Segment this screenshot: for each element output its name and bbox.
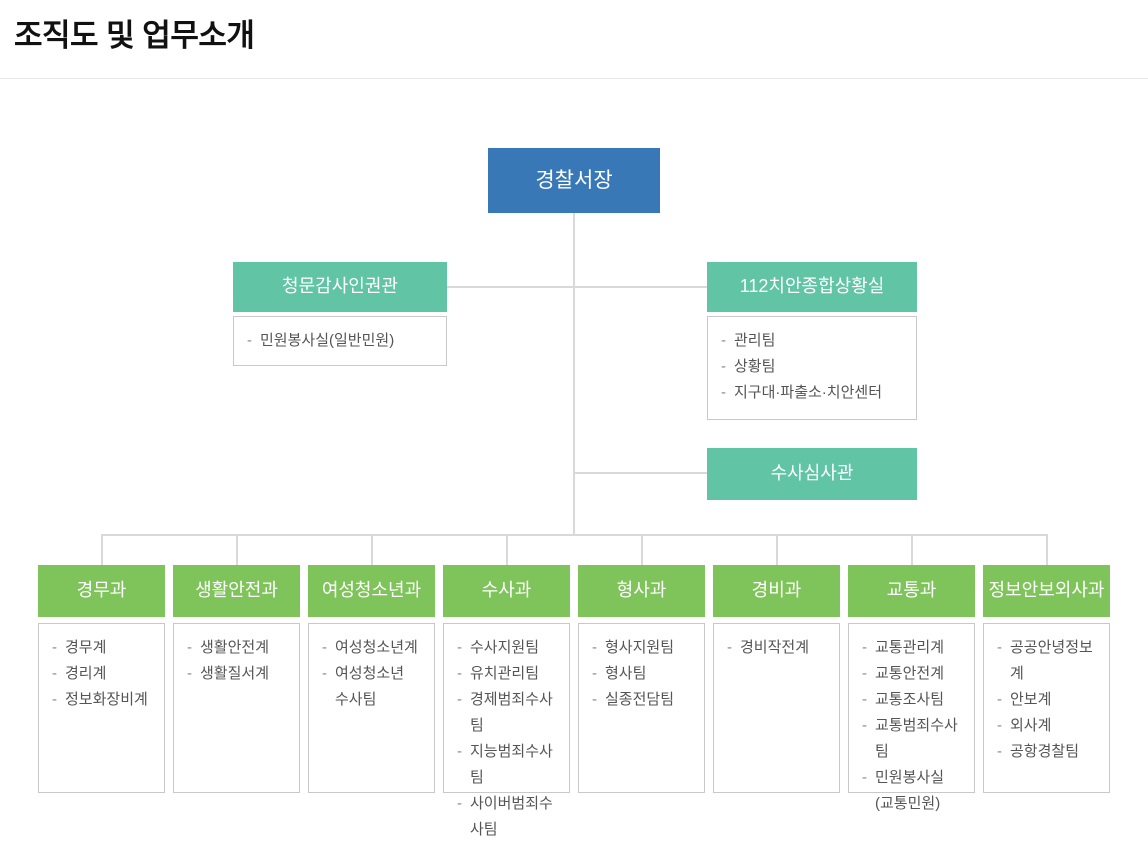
- team-list-item: 실종전담팀: [592, 687, 700, 713]
- team-list-item: 지능범죄수사팀: [457, 739, 565, 791]
- team-list-item: 여성청소년계: [322, 635, 430, 661]
- team-list: 관리팀상황팀지구대·파출소·치안센터: [707, 316, 917, 420]
- team-list-item: 안보계: [997, 687, 1105, 713]
- team-list: 공공안녕정보계안보계외사계공항경찰팀: [983, 623, 1110, 793]
- team-list-item: 유치관리팀: [457, 661, 565, 687]
- connector-line: [235, 534, 238, 565]
- connector-line: [447, 286, 707, 288]
- team-list-item: 상황팀: [721, 354, 910, 380]
- org-node-department: 여성청소년과: [308, 565, 435, 617]
- department-column: 여성청소년과여성청소년계여성청소년 수사팀: [308, 565, 435, 793]
- connector-line: [574, 472, 707, 474]
- connector-line: [640, 534, 643, 565]
- team-list: 생활안전계생활질서계: [173, 623, 300, 793]
- team-list: 교통관리계교통안전계교통조사팀교통범죄수사팀민원봉사실 (교통민원): [848, 623, 975, 812]
- team-list-item: 생활안전계: [187, 635, 295, 661]
- team-list-item: 경무계: [52, 635, 160, 661]
- connector-line: [910, 534, 913, 565]
- connector-line: [370, 534, 373, 565]
- team-list-item: 정보화장비계: [52, 687, 160, 713]
- team-list-item: 교통관리계: [862, 635, 970, 661]
- department-column: 정보안보외사과공공안녕정보계안보계외사계공항경찰팀: [983, 565, 1110, 793]
- connector-line: [101, 534, 1047, 536]
- department-column: 교통과교통관리계교통안전계교통조사팀교통범죄수사팀민원봉사실 (교통민원): [848, 565, 975, 812]
- org-branch-112-situation-room: 112치안종합상황실 관리팀상황팀지구대·파출소·치안센터: [707, 262, 917, 420]
- team-list-item: 사이버범죄수사팀: [457, 791, 565, 843]
- org-node-investigation-review: 수사심사관: [707, 448, 917, 500]
- org-node-department: 형사과: [578, 565, 705, 617]
- team-list-item: 경비작전계: [727, 635, 835, 661]
- team-list: 형사지원팀형사팀실종전담팀: [578, 623, 705, 793]
- org-node-department: 수사과: [443, 565, 570, 617]
- team-list-item: 지구대·파출소·치안센터: [721, 380, 910, 406]
- page-title: 조직도 및 업무소개: [14, 18, 255, 53]
- connector-line: [1045, 534, 1048, 565]
- org-node-department: 교통과: [848, 565, 975, 617]
- connector-line: [100, 534, 103, 565]
- team-list-item: 공항경찰팀: [997, 739, 1105, 765]
- team-list: 경비작전계: [713, 623, 840, 793]
- page: 조직도 및 업무소개 경찰서장 청문감사인권관 민원봉사실(일반민원) 112치…: [0, 0, 1148, 823]
- team-list-item: 수사지원팀: [457, 635, 565, 661]
- team-list-item: 교통조사팀: [862, 687, 970, 713]
- org-node-department: 경무과: [38, 565, 165, 617]
- team-list-item: 관리팀: [721, 328, 910, 354]
- connector-line: [505, 534, 508, 565]
- department-column: 수사과수사지원팀유치관리팀경제범죄수사팀지능범죄수사팀사이버범죄수사팀: [443, 565, 570, 838]
- connector-line: [573, 213, 575, 535]
- department-column: 경무과경무계경리계정보화장비계: [38, 565, 165, 793]
- org-node-department: 정보안보외사과: [983, 565, 1110, 617]
- team-list-item: 민원봉사실(일반민원): [247, 328, 440, 354]
- team-list-item: 외사계: [997, 713, 1105, 739]
- team-list-item: 민원봉사실 (교통민원): [862, 765, 970, 817]
- department-column: 경비과경비작전계: [713, 565, 840, 793]
- team-list-item: 생활질서계: [187, 661, 295, 687]
- org-node-112-situation-room: 112치안종합상황실: [707, 262, 917, 312]
- team-list-item: 경제범죄수사팀: [457, 687, 565, 739]
- team-list-item: 교통안전계: [862, 661, 970, 687]
- department-row: 경무과경무계경리계정보화장비계생활안전과생활안전계생활질서계여성청소년과여성청소…: [38, 565, 1110, 838]
- team-list-item: 공공안녕정보계: [997, 635, 1105, 687]
- team-list: 민원봉사실(일반민원): [233, 316, 447, 366]
- team-list: 여성청소년계여성청소년 수사팀: [308, 623, 435, 793]
- department-column: 생활안전과생활안전계생활질서계: [173, 565, 300, 793]
- org-node-department: 생활안전과: [173, 565, 300, 617]
- team-list: 수사지원팀유치관리팀경제범죄수사팀지능범죄수사팀사이버범죄수사팀: [443, 623, 570, 838]
- department-column: 형사과형사지원팀형사팀실종전담팀: [578, 565, 705, 793]
- org-branch-audit: 청문감사인권관 민원봉사실(일반민원): [233, 262, 447, 366]
- org-node-department: 경비과: [713, 565, 840, 617]
- connector-line: [775, 534, 778, 565]
- org-branch-investigation-review: 수사심사관: [707, 448, 917, 500]
- team-list-item: 경리계: [52, 661, 160, 687]
- team-list-item: 형사지원팀: [592, 635, 700, 661]
- header-divider: [0, 78, 1148, 79]
- team-list-item: 형사팀: [592, 661, 700, 687]
- org-node-chief: 경찰서장: [488, 148, 660, 213]
- team-list: 경무계경리계정보화장비계: [38, 623, 165, 793]
- org-node-audit: 청문감사인권관: [233, 262, 447, 312]
- team-list-item: 여성청소년 수사팀: [322, 661, 430, 713]
- team-list-item: 교통범죄수사팀: [862, 713, 970, 765]
